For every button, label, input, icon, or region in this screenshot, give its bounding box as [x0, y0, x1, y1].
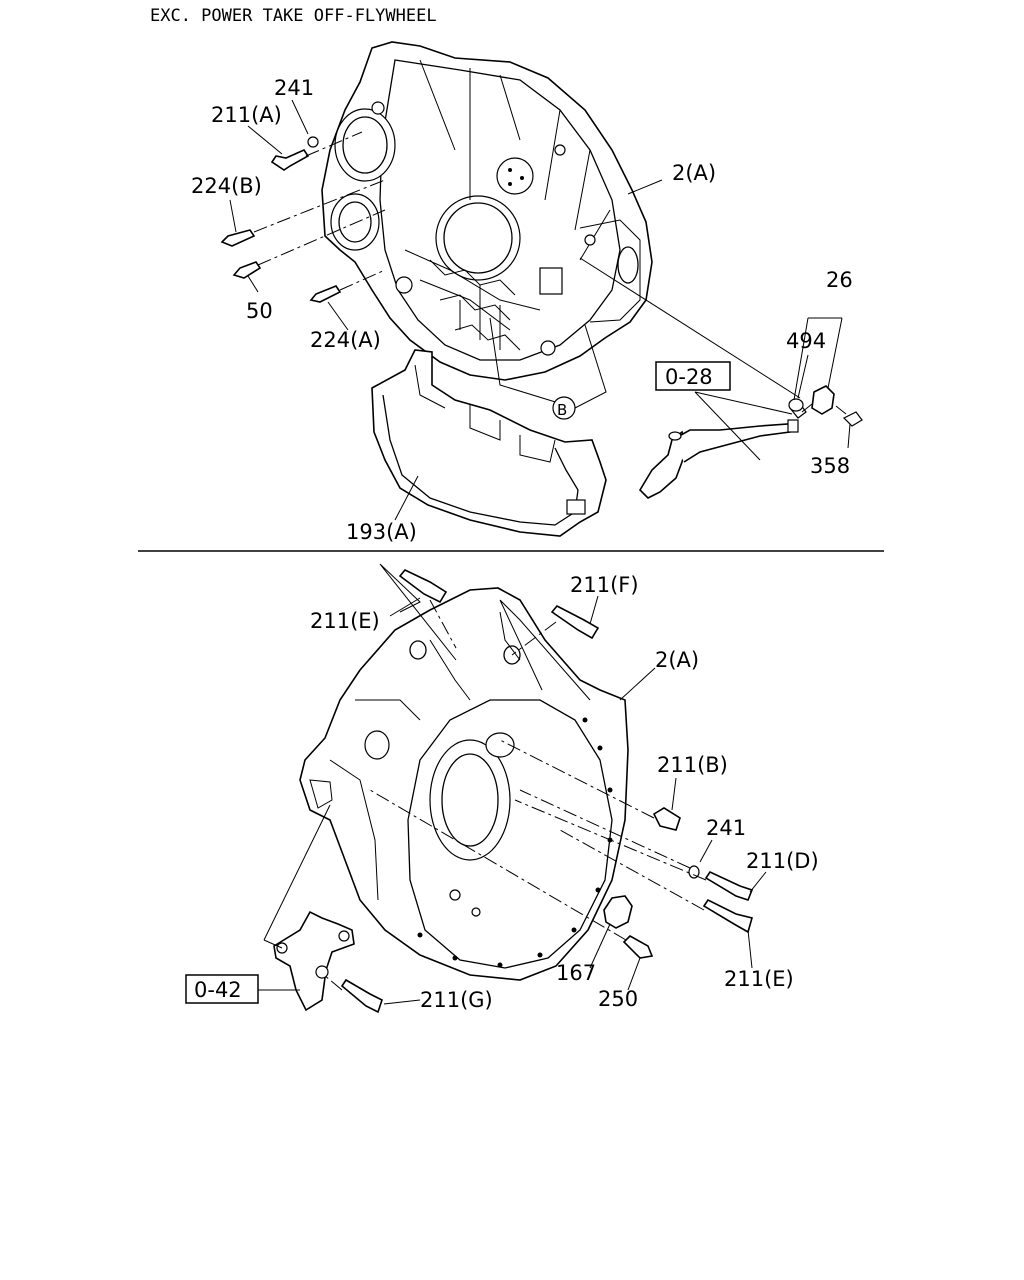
label-0-42: 0-42	[194, 978, 242, 1002]
hose-assembly	[638, 403, 807, 499]
fitting-26-group	[788, 385, 863, 427]
label-2A-top: 2(A)	[672, 161, 716, 185]
callout-b-circle	[552, 396, 576, 420]
bolt-211A	[270, 148, 310, 171]
o-ring-494	[788, 398, 804, 412]
flywheel-housing-top	[321, 41, 653, 381]
label-B: B	[557, 401, 567, 419]
bolt-250	[622, 935, 654, 959]
bolt-211B	[652, 807, 681, 831]
bottom-alignment-lines	[263, 599, 707, 991]
label-224B: 224(B)	[191, 174, 262, 198]
bolt-358	[842, 411, 863, 427]
top-leaders	[229, 99, 851, 521]
stud-50	[232, 261, 262, 279]
label-0-28: 0-28	[665, 365, 713, 389]
bolt-211F	[550, 604, 600, 640]
bolt-211G	[340, 978, 383, 1014]
label-211F: 211(F)	[570, 573, 639, 597]
label-241-top: 241	[274, 76, 314, 100]
label-358: 358	[810, 454, 850, 478]
label-211G: 211(G)	[420, 988, 493, 1012]
label-193A: 193(A)	[346, 520, 417, 544]
top-alignment-lines	[253, 131, 847, 415]
bottom-fasteners	[340, 569, 754, 1014]
ref-box-0-42[interactable]	[185, 974, 259, 1004]
top-labels: 241 211(A) 224(B) 50 224(A) 2(A) 26 494 …	[191, 76, 853, 544]
stud-224B	[220, 229, 256, 247]
label-26: 26	[826, 268, 853, 292]
label-241-bottom: 241	[706, 816, 746, 840]
cover-plate-167	[603, 895, 633, 929]
label-494: 494	[786, 329, 826, 353]
ref-box-0-28[interactable]	[655, 361, 731, 391]
label-211A: 211(A)	[211, 103, 282, 127]
label-2A-bottom: 2(A)	[655, 648, 699, 672]
label-250: 250	[598, 987, 638, 1011]
bottom-leaders	[258, 563, 767, 1005]
label-211E-top: 211(E)	[310, 609, 380, 633]
bolt-211E-top	[398, 569, 448, 604]
flywheel-housing-bottom	[299, 587, 629, 981]
label-211D: 211(D)	[746, 849, 819, 873]
bracket-0-42	[273, 910, 355, 1012]
bolt-211D	[704, 870, 754, 901]
label-211E-bottom: 211(E)	[724, 967, 794, 991]
bolt-211E-bottom	[702, 898, 753, 934]
label-224A: 224(A)	[310, 328, 381, 352]
washer-241-bottom	[688, 865, 700, 879]
stud-224A	[309, 285, 342, 303]
bottom-labels: 211(E) 211(F) 2(A) 211(B) 241 211(D) 167…	[185, 573, 819, 1012]
washer-241	[307, 136, 319, 148]
label-211B: 211(B)	[657, 753, 728, 777]
top-fasteners	[220, 136, 342, 303]
label-167: 167	[556, 961, 596, 985]
lower-cover-193A	[371, 349, 607, 537]
diagram-title: EXC. POWER TAKE OFF-FLYWHEEL	[150, 6, 437, 26]
fitting-26	[811, 385, 835, 415]
label-50: 50	[246, 299, 273, 323]
